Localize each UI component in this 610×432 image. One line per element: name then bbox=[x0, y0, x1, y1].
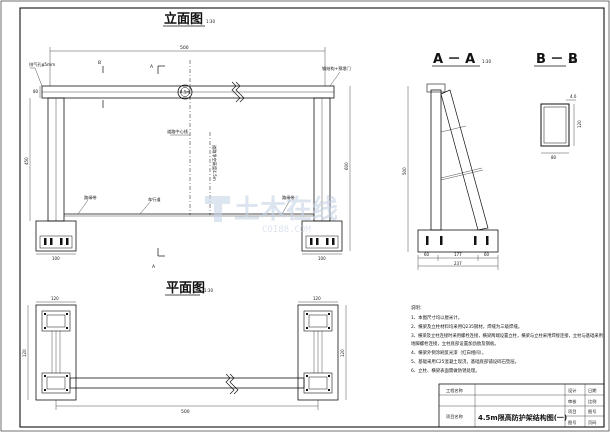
note-item: 3、横梁及立柱连接时采用螺栓连接，横梁两端设置立柱，横梁与立柱采用焊接连接，立柱… bbox=[411, 332, 603, 339]
elevation-top-span: 500 bbox=[180, 45, 189, 51]
note-item: 地脚螺栓连接，立柱底部设置加劲肋及钢板。 bbox=[411, 340, 499, 347]
bb-dim-right: 120 bbox=[577, 120, 582, 128]
tb-item-label: 项目名称 bbox=[446, 413, 463, 420]
section-bb-view: B － B 1:10 4.0 120 80 bbox=[534, 52, 582, 160]
section-aa-view: A － A 1:30 500 60 177 60 237 bbox=[402, 52, 499, 270]
section-mark-a-top: A bbox=[150, 64, 154, 70]
tb-right-label: 比例 bbox=[588, 398, 596, 405]
title-block: 工程名称 项目名称 4.5m限高防护架结构图(一) 设计 审核 项目 图号 日期… bbox=[438, 383, 605, 428]
plan-title: 平面图 bbox=[166, 281, 205, 296]
circle-label: 4.5m bbox=[180, 90, 190, 95]
note-item: 4、横梁外侧涂刷反光漆（红白相间）。 bbox=[411, 349, 486, 356]
aa-dim-c: 60 bbox=[484, 252, 490, 257]
tb-project-label: 工程名称 bbox=[446, 387, 463, 394]
plan-side-right: 120 bbox=[340, 349, 345, 357]
elevation-scale: 1:30 bbox=[206, 19, 215, 24]
section-aa-title: A － A bbox=[433, 52, 475, 67]
b-mark-top: B bbox=[98, 60, 101, 66]
label-clearance-height: 道路净空高度4.5m bbox=[211, 145, 218, 181]
left-vert-dim: 80 bbox=[33, 89, 39, 94]
right-footing bbox=[301, 220, 343, 252]
note-item: 2、横梁及立柱材料均采用Q235钢材，焊缝为三级焊缝。 bbox=[411, 323, 522, 330]
footing-dim-right: 100 bbox=[318, 256, 326, 261]
section-bb-title: B － B bbox=[536, 52, 578, 67]
label-road-centerline: 道路中心线 bbox=[167, 128, 189, 135]
lamp-circle bbox=[177, 84, 193, 100]
plan-view: 平面图 1:30 120 120 bbox=[22, 281, 347, 415]
tb-drawing-title: 4.5m限高防护架结构图(一) bbox=[478, 413, 567, 422]
aa-diagonal-brace bbox=[440, 89, 489, 231]
note-item: 1、本图尺寸均以厘米计。 bbox=[411, 314, 462, 321]
plan-span: 500 bbox=[181, 409, 190, 415]
bb-dim-top: 4.0 bbox=[570, 94, 577, 99]
plan-scale: 1:30 bbox=[204, 288, 213, 293]
watermark-sub: COI88.COM bbox=[262, 225, 311, 235]
label-carriageway: 车行道 bbox=[148, 196, 161, 203]
plan-dim-right: 120 bbox=[313, 296, 321, 301]
section-mark-a-bottom: A bbox=[152, 264, 156, 270]
left-footing bbox=[35, 220, 77, 252]
section-aa-scale: 1:30 bbox=[482, 59, 491, 64]
aa-dim-total: 237 bbox=[454, 261, 462, 266]
tb-right-label: 日期 bbox=[588, 388, 596, 394]
left-height-dim: 450 bbox=[24, 157, 29, 165]
bb-tube-inner bbox=[543, 106, 567, 144]
notes-heading: 说明： bbox=[411, 304, 424, 311]
tb-right-label: 页码 bbox=[588, 419, 596, 426]
aa-height-dim: 500 bbox=[402, 167, 407, 175]
plan-side-left: 120 bbox=[22, 349, 27, 357]
right-height-dim: 600 bbox=[344, 162, 349, 170]
aa-footing bbox=[417, 229, 499, 253]
tb-row-label: 审核 bbox=[568, 398, 577, 405]
section-bb-scale: 1:10 bbox=[568, 59, 577, 64]
tb-right-label: 图号 bbox=[588, 409, 596, 415]
note-item: 5、基础采用C25混凝土现浇，基础底部铺设碎石垫层。 bbox=[411, 358, 519, 365]
bb-dim-bottom: 80 bbox=[551, 155, 557, 160]
elevation-view: 立面图 1:30 500 A A B 4.5m 排气孔φ5mm bbox=[24, 11, 351, 270]
aa-dim-a: 60 bbox=[424, 252, 430, 257]
notes-block: 说明： 1、本图尺寸均以厘米计。 2、横梁及立柱材料均采用Q235钢材，焊缝为三… bbox=[411, 304, 603, 374]
plan-beam bbox=[69, 377, 305, 389]
footing-dim-left: 100 bbox=[52, 256, 60, 261]
label-vent-hole: 排气孔φ5mm bbox=[29, 61, 55, 68]
label-curb-right: 路缘带 bbox=[282, 194, 295, 201]
watermark-main: 土木在线 bbox=[234, 195, 338, 225]
elevation-title: 立面图 bbox=[164, 11, 203, 27]
drawing-border-inner bbox=[19, 7, 605, 428]
watermark: 土木在线 COI88.COM bbox=[205, 195, 338, 235]
label-curb-left: 路缘带 bbox=[84, 194, 97, 201]
note-item: 6、立柱、横梁表面需做防锈处理。 bbox=[411, 367, 480, 374]
aa-column bbox=[430, 89, 442, 231]
tb-row-label: 图号 bbox=[568, 420, 576, 426]
tb-row-label: 设计 bbox=[568, 387, 576, 394]
watermark-logo-icon bbox=[205, 196, 230, 222]
tb-row-label: 项目 bbox=[568, 409, 576, 415]
label-steel-frame: 钢结构+预埋门 bbox=[322, 65, 351, 72]
bb-tube-outer bbox=[540, 103, 570, 147]
plan-dim-left: 120 bbox=[51, 296, 59, 301]
aa-dim-b: 177 bbox=[454, 252, 462, 257]
